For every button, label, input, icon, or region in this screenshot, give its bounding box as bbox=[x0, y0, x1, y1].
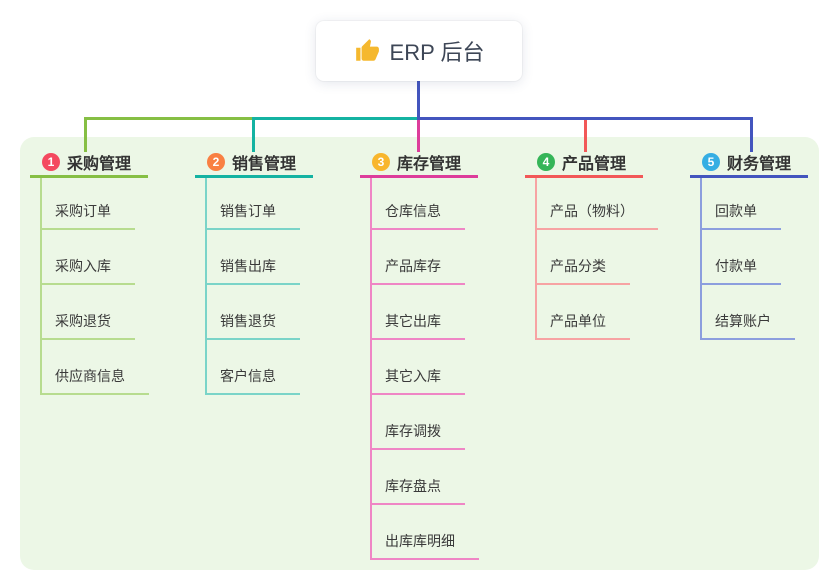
node-receipt-bill[interactable]: 回款单 bbox=[700, 198, 781, 230]
node-supplier-info[interactable]: 供应商信息 bbox=[40, 363, 149, 395]
connector-drop-sales bbox=[252, 117, 255, 152]
connector-root-stem bbox=[417, 81, 420, 120]
connector-children-inventory bbox=[370, 178, 372, 560]
node-stock-transfer[interactable]: 库存调拨 bbox=[370, 418, 465, 450]
connector-drop-product bbox=[584, 117, 587, 152]
branch-header-product[interactable]: 4 产品管理 bbox=[525, 148, 643, 178]
branch-header-finance[interactable]: 5 财务管理 bbox=[690, 148, 808, 178]
node-sales-order[interactable]: 销售订单 bbox=[205, 198, 300, 230]
connector-drop-inventory bbox=[417, 117, 420, 152]
node-outbound-detail[interactable]: 出库库明细 bbox=[370, 528, 479, 560]
connector-drop-procurement bbox=[84, 117, 87, 152]
node-other-inbound[interactable]: 其它入库 bbox=[370, 363, 465, 395]
root-node-erp-backend[interactable]: ERP 后台 bbox=[316, 21, 522, 81]
node-sales-outbound[interactable]: 销售出库 bbox=[205, 253, 300, 285]
branch-header-inventory[interactable]: 3 库存管理 bbox=[360, 148, 478, 178]
branch-procurement: 1 采购管理 采购订单 采购入库 采购退货 供应商信息 bbox=[30, 148, 200, 570]
node-settlement-account[interactable]: 结算账户 bbox=[700, 308, 795, 340]
connector-drop-finance bbox=[750, 117, 753, 152]
connector-children-finance bbox=[700, 178, 702, 340]
branch-label: 销售管理 bbox=[232, 155, 297, 173]
node-product-unit[interactable]: 产品单位 bbox=[535, 308, 630, 340]
connector-bus-sales bbox=[252, 117, 420, 120]
node-sales-return[interactable]: 销售退货 bbox=[205, 308, 300, 340]
root-node-label: ERP 后台 bbox=[389, 40, 485, 65]
branch-finance: 5 财务管理 回款单 付款单 结算账户 bbox=[690, 148, 839, 570]
branch-badge-2: 2 bbox=[207, 152, 225, 171]
node-customer-info[interactable]: 客户信息 bbox=[205, 363, 300, 395]
node-warehouse-info[interactable]: 仓库信息 bbox=[370, 198, 465, 230]
branch-product: 4 产品管理 产品（物料） 产品分类 产品单位 bbox=[525, 148, 695, 570]
branch-label: 财务管理 bbox=[727, 155, 792, 173]
connector-children-sales bbox=[205, 178, 207, 395]
mindmap-canvas bbox=[20, 137, 819, 570]
branch-badge-4: 4 bbox=[537, 152, 555, 171]
branch-header-procurement[interactable]: 1 采购管理 bbox=[30, 148, 148, 178]
branch-badge-5: 5 bbox=[702, 152, 720, 171]
connector-bus-procurement bbox=[84, 117, 255, 120]
branch-badge-1: 1 bbox=[42, 152, 60, 171]
node-product-category[interactable]: 产品分类 bbox=[535, 253, 630, 285]
node-purchase-order[interactable]: 采购订单 bbox=[40, 198, 135, 230]
node-purchase-return[interactable]: 采购退货 bbox=[40, 308, 135, 340]
branch-label: 库存管理 bbox=[397, 155, 462, 173]
branch-inventory: 3 库存管理 仓库信息 产品库存 其它出库 其它入库 库存调拨 库存盘点 出库库… bbox=[360, 148, 530, 570]
node-stock-count[interactable]: 库存盘点 bbox=[370, 473, 465, 505]
branch-header-sales[interactable]: 2 销售管理 bbox=[195, 148, 313, 178]
connector-bus-finance bbox=[417, 117, 753, 120]
branch-badge-3: 3 bbox=[372, 152, 390, 171]
branch-label: 产品管理 bbox=[562, 155, 627, 173]
branch-sales: 2 销售管理 销售订单 销售出库 销售退货 客户信息 bbox=[195, 148, 365, 570]
node-other-outbound[interactable]: 其它出库 bbox=[370, 308, 465, 340]
connector-children-product bbox=[535, 178, 537, 340]
node-product-stock[interactable]: 产品库存 bbox=[370, 253, 465, 285]
node-payment-bill[interactable]: 付款单 bbox=[700, 253, 781, 285]
connector-children-procurement bbox=[40, 178, 42, 395]
node-purchase-inbound[interactable]: 采购入库 bbox=[40, 253, 135, 285]
thumbs-up-icon bbox=[354, 38, 380, 64]
branch-label: 采购管理 bbox=[67, 155, 132, 173]
node-product-material[interactable]: 产品（物料） bbox=[535, 198, 658, 230]
